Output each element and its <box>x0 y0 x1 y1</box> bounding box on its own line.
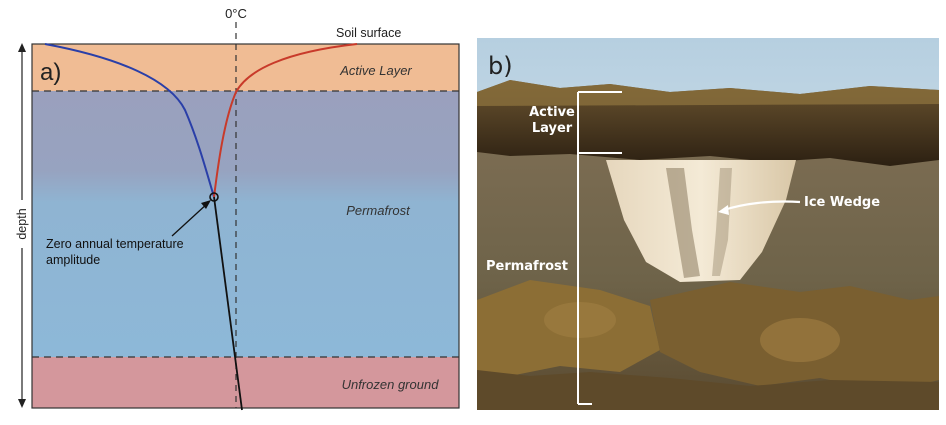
unfrozen-ground-label: Unfrozen ground <box>342 377 440 392</box>
panel-a-label: a) <box>40 59 61 86</box>
zero-degree-label: 0°C <box>225 6 247 21</box>
winter-minimum-curve <box>44 43 215 198</box>
panel-b-label: b) <box>488 52 513 80</box>
permafrost-label: Permafrost <box>346 203 411 218</box>
depth-arrow-down-head <box>18 399 26 408</box>
ice-wedge-pointer <box>723 200 801 212</box>
ice-wedge-photo-label: Ice Wedge <box>804 195 880 210</box>
ice-wedge-streak-2 <box>712 168 732 276</box>
unfrozen-ground-band <box>32 357 459 408</box>
ice-wedge-pointer-head <box>718 205 729 215</box>
permafrost-profile-diagram: 0°C Soil surface depth a) Active Layer P… <box>14 6 460 411</box>
soil-clump-2 <box>544 302 616 338</box>
panel-a-diagram: 0°C Soil surface depth a) Active Layer P… <box>0 0 470 420</box>
permafrost-band <box>32 91 459 357</box>
diagram-frame <box>31 43 460 409</box>
soil-base <box>477 370 939 410</box>
annotation-arrow-line <box>171 202 209 237</box>
soil-clump <box>760 318 840 362</box>
active-layer-photo-label-line1: Active <box>529 105 575 120</box>
panel-b-photo: b) Active Layer Permafrost Ice Wedge <box>470 0 946 420</box>
ice-wedge-streak <box>666 168 700 278</box>
depth-label-backdrop <box>14 200 30 248</box>
permafrost-photo: b) Active Layer Permafrost Ice Wedge <box>477 38 939 410</box>
annotation-text-line1: Zero annual temperature <box>46 237 184 251</box>
depth-axis-label: depth <box>15 208 29 239</box>
annotation-text-line2: amplitude <box>46 253 100 267</box>
annotation-arrow-head <box>201 200 211 209</box>
ice-wedge-body <box>606 160 796 282</box>
active-layer-band <box>32 44 459 91</box>
depth-arrow-up-head <box>18 43 26 52</box>
mean-temperature-line <box>213 196 243 411</box>
permafrost-photo-label: Permafrost <box>486 259 568 274</box>
summer-maximum-curve <box>213 43 358 198</box>
soil-surface-label: Soil surface <box>336 26 401 40</box>
active-layer-label: Active Layer <box>339 63 412 78</box>
zero-amplitude-point <box>209 192 219 202</box>
tundra-vegetation <box>477 80 939 106</box>
active-layer-photo-label-line2: Layer <box>532 121 573 136</box>
